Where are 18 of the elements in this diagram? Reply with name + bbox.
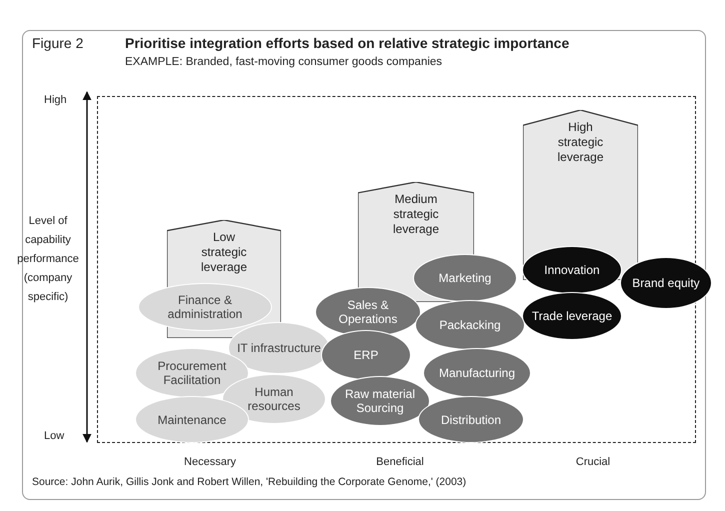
ellipse-node: Raw material Sourcing bbox=[330, 376, 430, 426]
ellipse-node: ERP bbox=[321, 330, 411, 380]
ellipse-node: Maintenance bbox=[135, 396, 249, 443]
ellipse-node: Packacking bbox=[415, 300, 525, 350]
ellipse-node: Distribution bbox=[418, 396, 524, 443]
axis-title: Level of capability performance (company specific) bbox=[16, 214, 80, 305]
ellipse-node: Brand equity bbox=[620, 257, 712, 309]
category-label: Necessary bbox=[183, 456, 237, 468]
figure-number: Figure 2 bbox=[32, 35, 84, 51]
category-label: Crucial bbox=[574, 456, 612, 468]
ellipse-node: Manufacturing bbox=[423, 348, 531, 398]
axis-label: High bbox=[44, 94, 68, 106]
axis-label: Low bbox=[44, 430, 66, 442]
subtitle: EXAMPLE: Branded, fast-moving consumer goods companies bbox=[125, 56, 444, 68]
source-note: Source: John Aurik, Gillis Jonk and Robert Willen, 'Rebuilding the Corporate Genome,' (2003) bbox=[32, 476, 468, 488]
figure-title: Prioritise integration efforts based on relative strategic importance bbox=[125, 35, 570, 51]
category-label: Beneficial bbox=[375, 456, 425, 468]
ellipse-node: Trade leverage bbox=[522, 292, 622, 340]
